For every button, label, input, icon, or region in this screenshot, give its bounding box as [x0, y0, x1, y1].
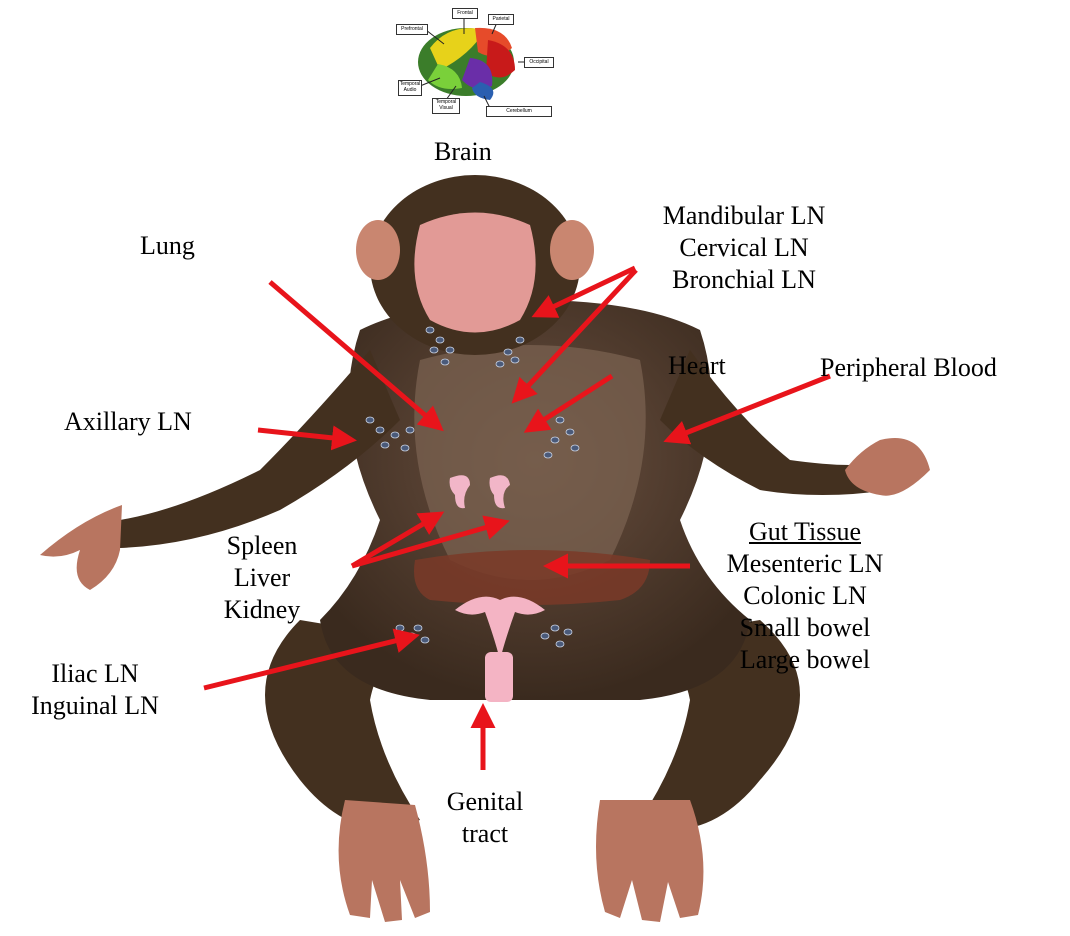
brain-label-parietal: Parietal [488, 14, 514, 25]
label-inguinal-ln: Inguinal LN [10, 690, 180, 722]
label-mesenteric-ln: Mesenteric LN [700, 548, 910, 580]
label-lymph-group-pelvic: Iliac LN Inguinal LN [10, 658, 180, 722]
brain-label-cerebellum: Cerebellum [486, 106, 552, 117]
label-large-bowel: Large bowel [700, 644, 910, 676]
label-iliac-ln: Iliac LN [10, 658, 180, 690]
label-axillary-ln: Axillary LN [64, 406, 192, 438]
brain-label-temporal-audio: Temporal Audio [398, 80, 422, 96]
label-gut-tissue: Gut Tissue [700, 516, 910, 548]
label-brain: Brain [434, 136, 492, 168]
label-liver: Liver [212, 562, 312, 594]
label-heart: Heart [668, 350, 726, 382]
label-cervical-ln: Cervical LN [634, 232, 854, 264]
label-genital: Genital [430, 786, 540, 818]
label-bronchial-ln: Bronchial LN [634, 264, 854, 296]
label-small-bowel: Small bowel [700, 612, 910, 644]
label-gut-group: Gut Tissue Mesenteric LN Colonic LN Smal… [700, 516, 910, 676]
brain-label-temporal-visual: Temporal Visual [432, 98, 460, 114]
brain-label-prefrontal: Prefrontal [396, 24, 428, 35]
label-kidney: Kidney [212, 594, 312, 626]
label-tract: tract [430, 818, 540, 850]
brain-label-occipital: Occipital [524, 57, 554, 68]
label-lymph-group-head: Mandibular LN Cervical LN Bronchial LN [634, 200, 854, 296]
label-lung: Lung [140, 230, 195, 262]
label-mandibular-ln: Mandibular LN [634, 200, 854, 232]
label-organs-group: Spleen Liver Kidney [212, 530, 312, 626]
label-colonic-ln: Colonic LN [700, 580, 910, 612]
brain-label-frontal: Frontal [452, 8, 478, 19]
brain-image [418, 16, 526, 108]
label-peripheral-blood: Peripheral Blood [820, 352, 997, 384]
label-genital-tract: Genital tract [430, 786, 540, 850]
label-spleen: Spleen [212, 530, 312, 562]
